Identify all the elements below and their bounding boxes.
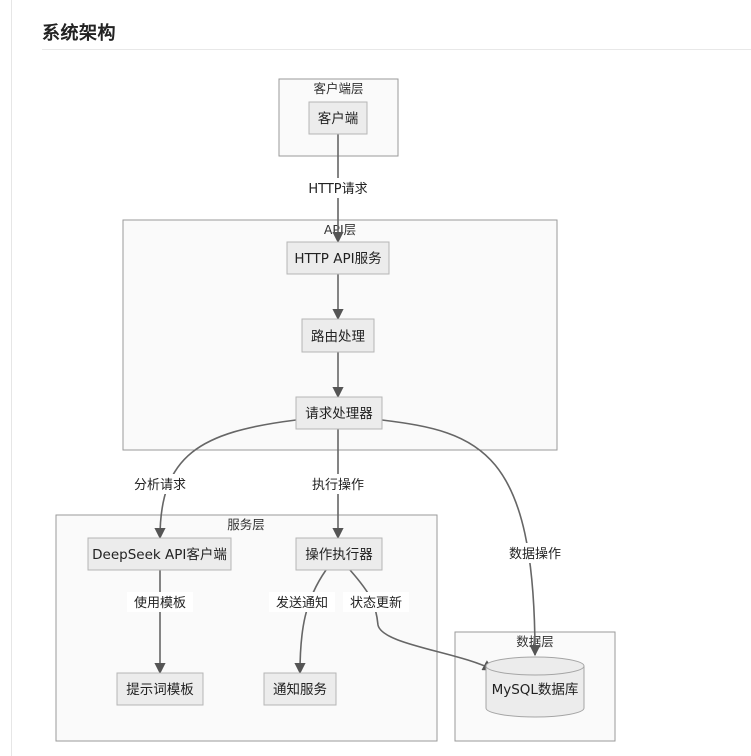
edge-label-analyze: 分析请求 <box>127 474 193 494</box>
svg-text:客户端: 客户端 <box>318 110 359 127</box>
svg-text:通知服务: 通知服务 <box>273 681 327 698</box>
edge-handler-to-deepseek <box>154 419 297 540</box>
edge-label-use-template: 使用模板 <box>127 592 193 612</box>
node-client: 客户端 <box>308 101 368 135</box>
svg-text:数据操作: 数据操作 <box>509 546 561 562</box>
svg-text:发送通知: 发送通知 <box>276 595 328 611</box>
cluster-api-label: API层 <box>324 222 356 237</box>
svg-text:HTTP API服务: HTTP API服务 <box>294 251 381 267</box>
title-divider <box>42 49 751 50</box>
cluster-service-label: 服务层 <box>227 517 265 532</box>
svg-text:分析请求: 分析请求 <box>134 478 186 493</box>
svg-text:状态更新: 状态更新 <box>350 595 402 611</box>
edge-label-execute: 执行操作 <box>305 474 371 494</box>
svg-text:路由处理: 路由处理 <box>311 329 365 345</box>
node-mysql-database: MySQL数据库 <box>485 656 585 718</box>
edge-label-data-op: 数据操作 <box>502 543 568 563</box>
left-border <box>11 0 12 756</box>
svg-text:HTTP请求: HTTP请求 <box>308 182 367 197</box>
svg-text:DeepSeek API客户端: DeepSeek API客户端 <box>92 546 227 563</box>
edge-label-send-notify: 发送通知 <box>269 592 335 612</box>
svg-text:请求处理器: 请求处理器 <box>305 406 373 422</box>
edge-executor-to-notify <box>294 569 327 675</box>
node-prompt-template: 提示词模板 <box>116 672 204 706</box>
svg-text:执行操作: 执行操作 <box>312 477 364 493</box>
cluster-client-label: 客户端层 <box>313 81 363 96</box>
svg-text:MySQL数据库: MySQL数据库 <box>492 682 579 698</box>
node-router: 路由处理 <box>301 318 375 353</box>
node-notification-service: 通知服务 <box>263 672 337 706</box>
node-deepseek-client: DeepSeek API客户端 <box>87 537 232 571</box>
page-title: 系统架构 <box>42 23 116 44</box>
node-http-api-service: HTTP API服务 <box>286 241 390 275</box>
node-request-handler: 请求处理器 <box>295 396 383 430</box>
svg-text:提示词模板: 提示词模板 <box>126 682 194 698</box>
svg-text:操作执行器: 操作执行器 <box>305 547 373 563</box>
edge-label-status-update: 状态更新 <box>343 592 409 612</box>
edge-handler-to-mysql <box>381 419 541 657</box>
edge-executor-to-mysql <box>349 569 494 671</box>
svg-text:使用模板: 使用模板 <box>134 595 186 611</box>
edge-label-http-request: HTTP请求 <box>302 178 374 198</box>
node-operation-executor: 操作执行器 <box>295 537 383 571</box>
